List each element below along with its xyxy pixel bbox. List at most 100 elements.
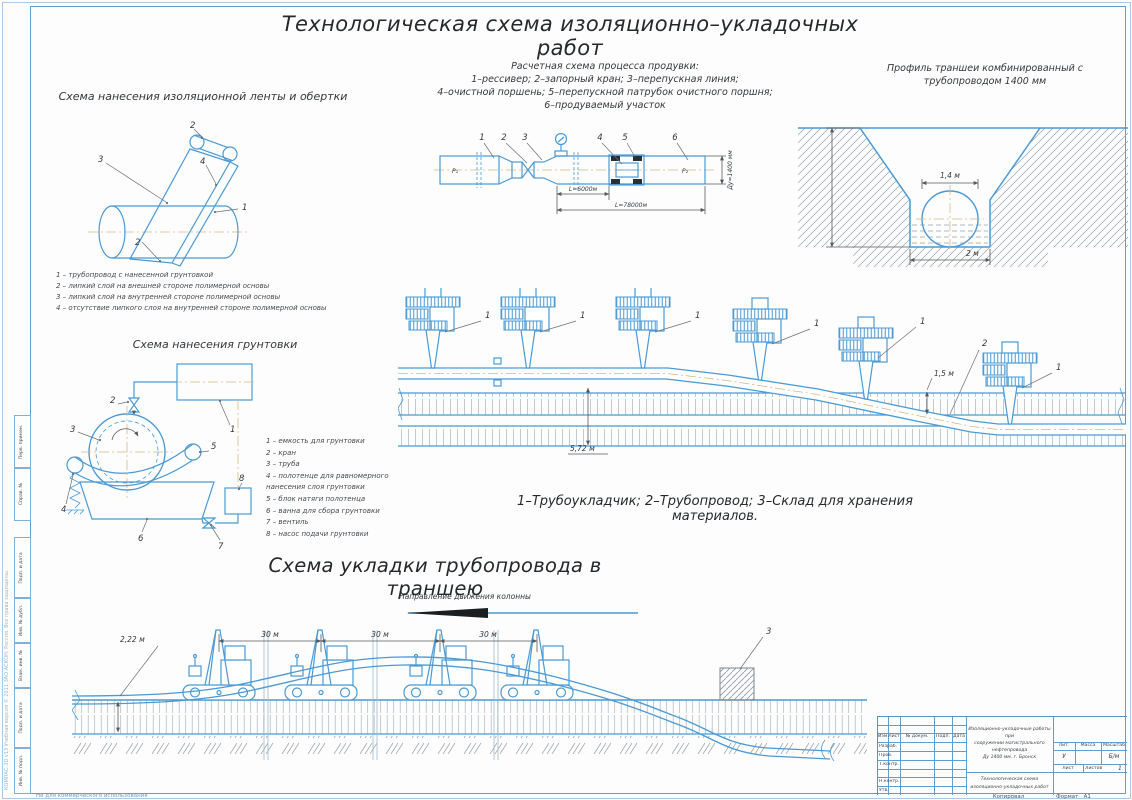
copied-label: Копировал — [992, 793, 1025, 800]
kompas-watermark-bottom: Не для коммерческого использования — [36, 793, 148, 799]
pressure-p2: P₂ — [682, 168, 689, 175]
priming-label-8: 8 — [239, 474, 245, 484]
priming-label-1: 1 — [230, 425, 235, 435]
stamp-lit-label: Лит. — [1058, 743, 1070, 748]
primer-vat — [79, 481, 215, 520]
stamp-col-izm: Изм. — [878, 734, 888, 739]
tape-scheme-notes: 1 – трубопровод с нанесенной грунтовкой … — [56, 270, 396, 314]
cleaning-piston — [608, 154, 645, 186]
purge-dim-section: L=6000м — [569, 186, 598, 193]
format-value: А1 — [1083, 793, 1091, 800]
priming-scheme-title: Схема нанесения грунтовки — [132, 338, 298, 351]
stamp-scale-value: Б/м — [1108, 753, 1120, 760]
direction-arrow — [406, 608, 638, 618]
pipeline — [398, 368, 1126, 435]
purge-label-5: 5 — [622, 133, 627, 143]
roller-right — [184, 443, 202, 461]
note-line: 2 – липкий слой на внешней стороне полим… — [56, 282, 270, 290]
spacing-dim: 30 м — [371, 630, 389, 639]
machine-label: 1 — [580, 311, 585, 321]
roller-left — [66, 456, 84, 474]
purge-title: Расчетная схема процесса продувки: — [511, 61, 699, 72]
machine-label: 1 — [814, 319, 819, 329]
valve-symbol — [521, 161, 535, 179]
material-storage — [719, 667, 755, 701]
trench-dim-pipe: 1,4 м — [940, 171, 960, 180]
purge-legend-line: 6–продуваемый участок — [544, 100, 666, 111]
priming-legend: 1 – емкость для грунтовки 2 – кран 3 – т… — [266, 437, 389, 538]
note-line: 3 – липкий слой на внутренней стороне по… — [56, 293, 281, 301]
side-field-podp-data-1: Подп. и дата — [14, 537, 31, 599]
tape-label-3: 3 — [98, 155, 103, 165]
machine-label: 1 — [695, 311, 700, 321]
trench-profile-drawing: 1,4 м 2 м — [798, 127, 1128, 267]
pipeline-arc — [72, 656, 831, 752]
side-field-vzam-inv: Взам. инв. № — [14, 642, 31, 689]
purge-label-2: 2 — [501, 133, 506, 143]
pressure-gauge-icon — [554, 132, 568, 146]
dim-depth: 5,72 м — [570, 444, 595, 453]
tape-scheme-title: Схема нанесения изоляционной ленты и обе… — [58, 90, 348, 103]
purge-scheme-heading: Расчетная схема процесса продувки: 1–рес… — [420, 60, 790, 112]
pressure-p1: P₁ — [452, 168, 459, 175]
trench-profile-heading: Профиль траншеи комбинированный с трубоп… — [886, 63, 1084, 87]
purge-scheme-drawing: 1 2 3 4 5 6 P₁ P₂ L=6000м L=78000м Ду=14… — [434, 132, 734, 214]
column-caption: 1–Трубоукладчик; 2–Трубопровод; 3–Склад … — [517, 494, 913, 524]
priming-label-5: 5 — [211, 442, 216, 452]
title-block: Изм. Лист № докум. Подп. Дата Разраб. Пр… — [877, 716, 1127, 795]
stamp-col-sign: Подп. — [936, 734, 950, 739]
machine-label: 1 — [485, 311, 490, 321]
stamp-row-razrab: Разраб. — [879, 743, 898, 749]
primer-pump — [224, 487, 252, 515]
stamp-lit-value: У — [1062, 753, 1066, 760]
left-arrow-icon — [406, 608, 488, 618]
side-field-inv-podl: Инв. № подл. — [14, 747, 31, 794]
tape-label-1: 1 — [242, 203, 247, 213]
drain-valve — [201, 517, 217, 529]
purge-label-1: 1 — [479, 133, 484, 143]
page-title: Технологическая схема изоляционно–укладо… — [281, 12, 859, 60]
pipe-label: 2 — [982, 339, 987, 349]
format-label: Формат А1 — [1056, 793, 1091, 800]
purge-legend-line: 1–рессивер; 2–запорный кран; 3–перепускн… — [471, 74, 739, 85]
dim-height: 1,5 м — [934, 369, 954, 378]
stamp-designation: Изоляционно-укладочные работы при сооруж… — [968, 727, 1051, 760]
trench-laying-drawing: 3 30 м 30 м 30 м 2,22 м — [72, 627, 867, 762]
stamp-col-date: Дата — [953, 734, 965, 739]
tape-label-4: 4 — [200, 157, 205, 167]
note-line: 4 – отсутствие липкого слоя на внутренне… — [56, 304, 327, 312]
trench-dim-bottom: 2 м — [966, 249, 979, 258]
trench-laying-title: Схема укладки трубопровода в траншею — [268, 554, 602, 600]
tape-label-2-bottom: 2 — [135, 238, 140, 248]
tape-scheme-drawing: 2 3 4 1 2 — [88, 121, 248, 267]
purge-label-4: 4 — [597, 133, 602, 143]
priming-scheme-drawing: 1 2 3 4 5 6 7 8 — [61, 363, 257, 552]
direction-label: Направление движения колонны — [399, 592, 531, 601]
purge-label-3: 3 — [522, 133, 527, 143]
stamp-sheet-label: Лист — [1062, 765, 1074, 771]
purge-dim-diameter: Ду=1400 мм — [727, 150, 734, 191]
kompas-watermark-side: КОМПАС-3D v13 Учебная версия © 2011 ЗАО … — [4, 569, 10, 790]
side-field-inv-dubl: Инв. № дубл. — [14, 597, 31, 644]
priming-label-3: 3 — [70, 425, 75, 435]
priming-label-7: 7 — [218, 542, 224, 552]
stamp-col-doc: № докум. — [905, 734, 929, 739]
stamp-row-nkontr: Н.контр. — [879, 778, 900, 784]
stamp-col-list: Лист — [888, 734, 900, 739]
stamp-sheets-label: Листов — [1085, 765, 1103, 771]
storage-label: 3 — [766, 627, 771, 637]
spacing-dim: 30 м — [261, 630, 279, 639]
note-line: 1 – трубопровод с нанесенной грунтовкой — [56, 271, 214, 279]
purge-dim-total: L=78000м — [615, 202, 647, 209]
stamp-row-utv: Утв. — [879, 787, 889, 793]
side-field-sprav: Справ. № — [14, 467, 31, 521]
stamp-sheets-value: 1 — [1118, 764, 1122, 772]
stamp-scale-label: Масштаб — [1103, 743, 1125, 748]
stamp-row-tkontr: Т.контр. — [879, 761, 899, 767]
purge-label-6: 6 — [672, 133, 678, 143]
priming-label-6: 6 — [138, 534, 144, 544]
priming-label-4: 4 — [61, 505, 66, 515]
purge-legend-line: 4–очистной поршень; 5–перепускной патруб… — [437, 87, 773, 98]
